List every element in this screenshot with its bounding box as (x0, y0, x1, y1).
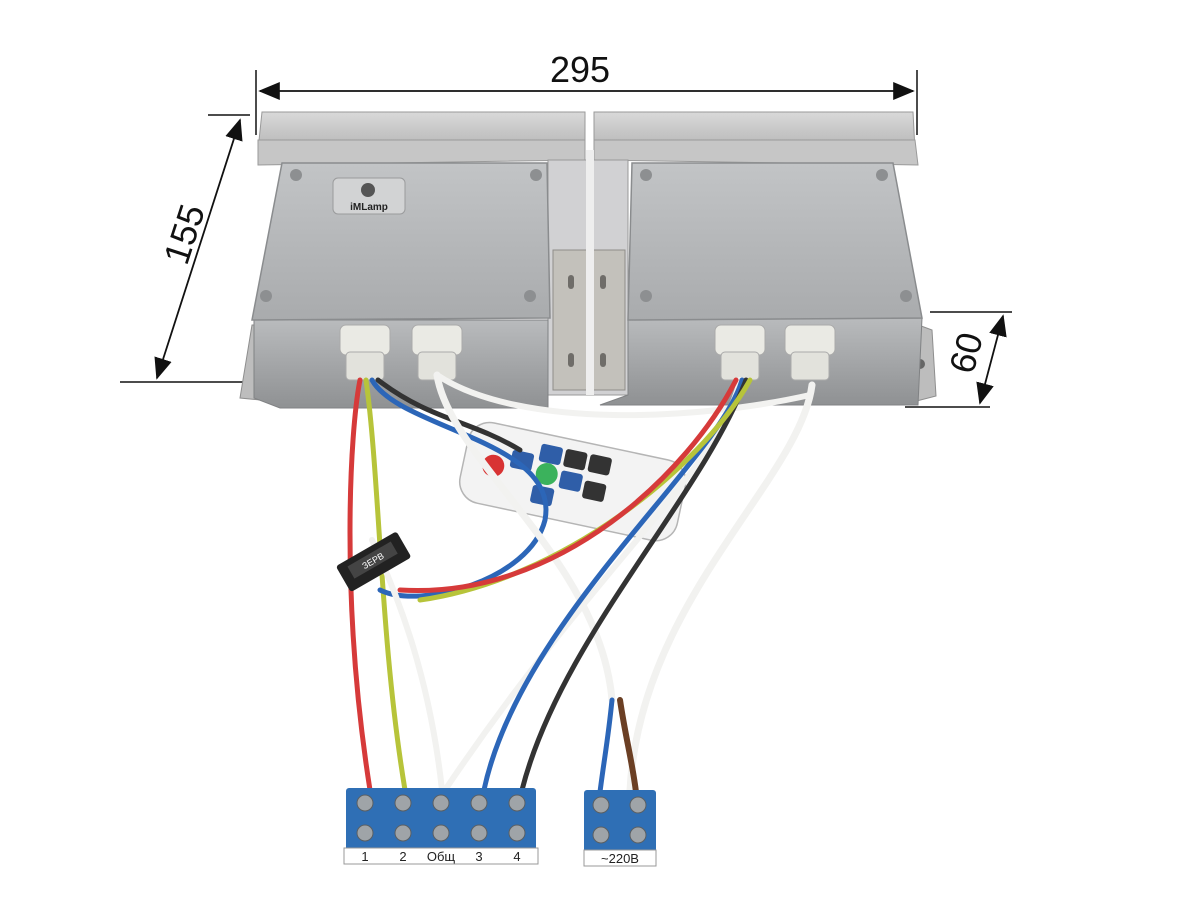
screw-icon (640, 290, 652, 302)
screw-icon (524, 290, 536, 302)
enclosure-left: iMLamp (251, 162, 551, 409)
terminal-label-3: 3 (475, 849, 482, 864)
enclosure-right (599, 162, 923, 406)
remote-key (509, 450, 535, 472)
remote-key (538, 443, 563, 466)
brand-label: iMLamp (350, 202, 388, 213)
dimension-width: 295 (255, 49, 918, 135)
cable-gland-icon (339, 324, 391, 381)
harness-connector: ЗЕРВ (336, 532, 411, 592)
dimension-arrow-icon (976, 314, 1007, 405)
dimension-depth-label: 60 (941, 328, 991, 377)
remote-key (587, 454, 612, 476)
terminal-block-output: 1 2 Общ 3 4 (343, 788, 539, 865)
terminal-label-2: 2 (399, 849, 406, 864)
dimension-height-label: 155 (155, 199, 213, 269)
cable-gland-icon (714, 324, 766, 381)
screw-icon (530, 169, 542, 181)
dimension-width-label: 295 (550, 49, 610, 90)
terminal-label-common: Общ (427, 849, 456, 864)
remote-key (558, 470, 583, 492)
dimension-arrow-icon (154, 118, 243, 380)
brand-logo-icon (361, 183, 375, 197)
screw-icon (260, 290, 272, 302)
dimension-depth: 60 (905, 311, 1012, 408)
cable-gland-icon (784, 324, 836, 381)
screw-icon (640, 169, 652, 181)
screw-icon (876, 169, 888, 181)
terminal-label-1: 1 (361, 849, 368, 864)
terminal-block-icon (346, 788, 536, 852)
wiring-harness (347, 371, 816, 795)
terminal-block-power: ~220В (583, 790, 657, 867)
screw-icon (900, 290, 912, 302)
cable-gland-icon (411, 324, 463, 381)
screw-icon (290, 169, 302, 181)
terminal-label-4: 4 (513, 849, 520, 864)
remote-key (535, 463, 558, 486)
cable-glands (339, 324, 836, 381)
remote-key (563, 449, 588, 471)
remote-key (582, 480, 607, 502)
terminal-label-power: ~220В (601, 851, 639, 866)
